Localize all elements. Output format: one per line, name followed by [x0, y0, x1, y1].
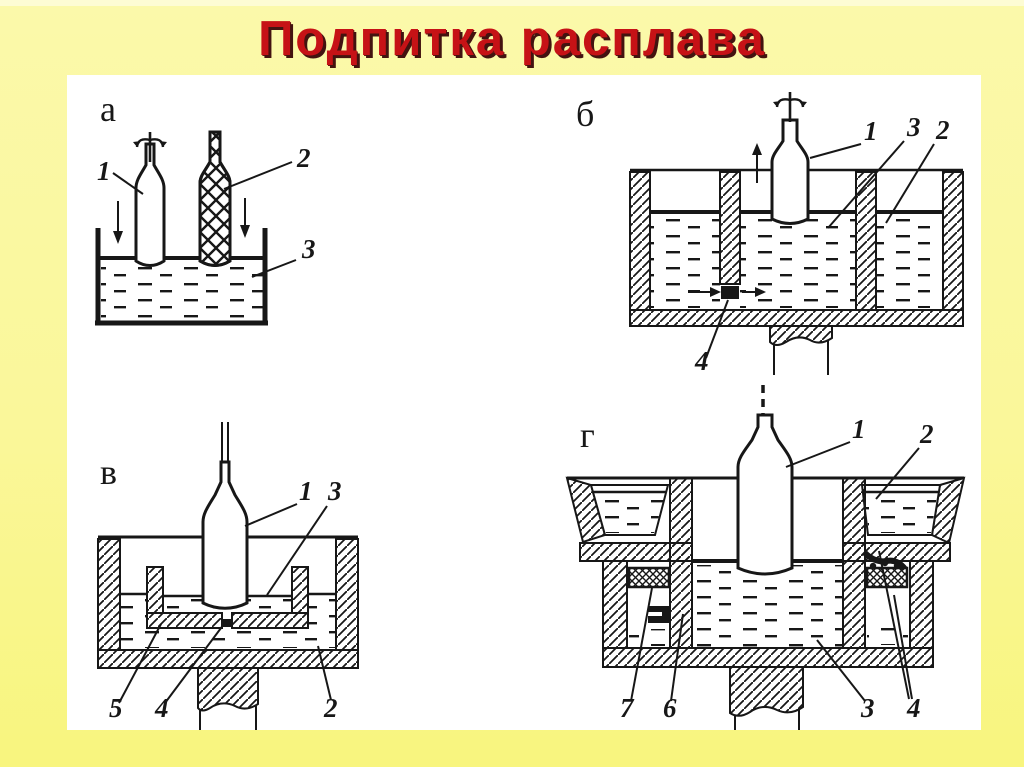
callout-2: 2 — [935, 115, 950, 145]
callout-1: 1 — [299, 476, 313, 506]
callout-5: 5 — [109, 693, 123, 723]
feed-rod — [198, 130, 232, 267]
rotation-arrow-icon — [771, 90, 809, 124]
callout-6: 6 — [663, 693, 677, 723]
leader-line — [112, 172, 144, 195]
pedestal — [729, 666, 804, 730]
callout-4: 4 — [154, 693, 169, 723]
leader-line — [670, 613, 684, 702]
leader-line — [878, 550, 910, 700]
melt — [650, 210, 943, 308]
crucible — [95, 228, 268, 326]
callout-7: 7 — [620, 693, 635, 723]
porous-plug — [865, 566, 909, 589]
leader-line — [893, 594, 913, 700]
down-arrow-icon — [240, 198, 250, 238]
melt-flow-hole — [688, 286, 766, 299]
leader-line — [244, 503, 298, 527]
crystal — [770, 118, 810, 225]
diagram-b-label: б — [576, 94, 594, 134]
leader-line — [164, 623, 225, 704]
callout-3: 3 — [301, 234, 316, 264]
porous-plug — [627, 566, 671, 589]
leader-line — [266, 505, 328, 596]
leader-line — [816, 639, 866, 702]
leader-line — [251, 259, 297, 278]
crystal — [736, 413, 794, 576]
down-arrow-icon — [113, 201, 123, 244]
partition-right — [842, 477, 866, 649]
callout-1: 1 — [852, 414, 866, 444]
leader-line — [223, 161, 293, 190]
left-feed-funnel — [565, 476, 693, 562]
crucible-walls — [629, 171, 964, 327]
inner-crucible — [146, 566, 309, 629]
leader-line — [317, 645, 332, 701]
callout-3: 3 — [327, 476, 342, 506]
callout-4: 4 — [694, 346, 709, 376]
left-feed-chamber — [627, 566, 671, 646]
slide-title: Подпитка расплава — [258, 12, 766, 66]
partition-with-hole — [719, 171, 741, 285]
diagram-a-label: а — [100, 89, 116, 129]
leader-line — [885, 143, 935, 224]
up-arrow-icon — [752, 143, 762, 183]
pedestal — [197, 667, 259, 730]
top-edge-strip — [0, 0, 1024, 6]
diagram-v-floating-crucible: в — [97, 422, 359, 730]
diagram-a-feed-rod-method: а — [95, 89, 316, 326]
leader-line — [809, 143, 862, 159]
outer-melt — [120, 592, 336, 648]
callout-4: 4 — [906, 693, 921, 723]
right-feed-chamber — [862, 550, 909, 645]
baffle — [648, 606, 670, 623]
callout-3: 3 — [906, 112, 921, 142]
crystal — [201, 460, 249, 610]
leader-line — [785, 441, 851, 468]
rotation-arrow-icon — [131, 130, 169, 164]
leader-line — [827, 140, 905, 229]
leader-line — [705, 299, 729, 359]
callout-1: 1 — [97, 156, 111, 186]
callout-2: 2 — [323, 693, 338, 723]
svg-defs — [67, 75, 69, 77]
melt — [100, 256, 263, 319]
callout-2: 2 — [296, 143, 311, 173]
pull-rod — [221, 422, 229, 464]
leader-line — [630, 587, 653, 702]
bottom-hole — [221, 619, 233, 627]
diagram-b-partitioned-crucible: б — [576, 90, 964, 376]
callout-2: 2 — [919, 419, 934, 449]
pedestal — [769, 325, 833, 375]
crystal — [134, 142, 166, 267]
callout-1: 1 — [864, 116, 878, 146]
leader-line — [875, 447, 920, 500]
diagram-g-label: г — [580, 415, 595, 455]
callout-3: 3 — [860, 693, 875, 723]
diagram-g-feed-funnels: г — [565, 385, 966, 730]
leader-line — [118, 623, 162, 704]
diagram-v-label: в — [100, 452, 117, 492]
diagram-panel: а — [67, 75, 981, 730]
